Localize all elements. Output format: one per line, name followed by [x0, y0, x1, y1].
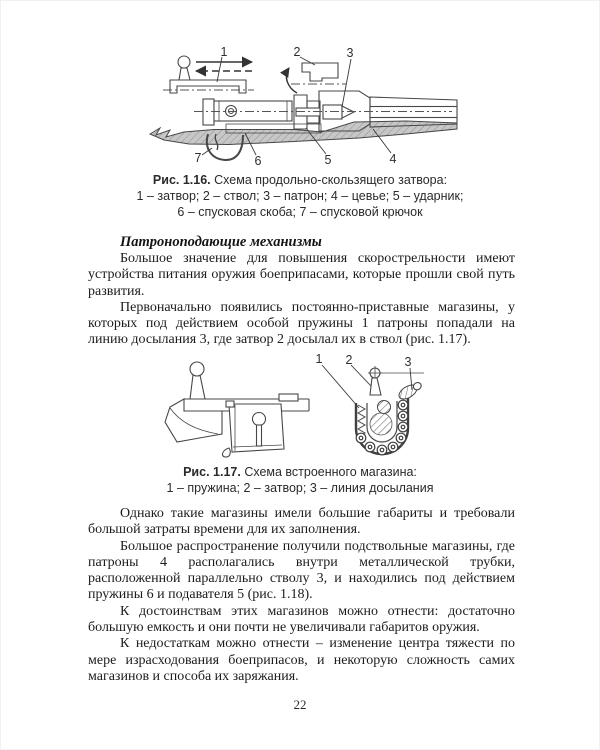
callout-3: 3 — [347, 46, 354, 60]
figure-legend-line: 1 – затвор; 2 – ствол; 3 – патрон; 4 – ц… — [136, 189, 464, 203]
figure-legend-line: 6 – спусковая скоба; 7 – спусковой крючо… — [177, 205, 423, 219]
callout-7: 7 — [195, 151, 202, 165]
figure-1-16-diagram: 1 2 3 4 5 6 7 — [148, 45, 458, 168]
body-paragraph: Однако такие магазины имели большие габа… — [88, 506, 515, 538]
figure-1-16-caption: Рис. 1.16. Схема продольно-скользящего з… — [1, 172, 599, 220]
bolt-knob — [189, 361, 205, 377]
latch-hook — [221, 447, 231, 458]
leader-lines — [201, 56, 392, 156]
body-paragraph: Большое распространение получили подство… — [88, 538, 515, 603]
callout-3: 3 — [405, 355, 412, 369]
figure-1-17-caption: Рис. 1.17. Схема встроенного магазина: 1… — [1, 464, 599, 496]
barrel — [369, 96, 458, 128]
body-paragraph: Первоначально появились постоянно-приста… — [88, 299, 515, 348]
stock-outline — [164, 398, 223, 443]
callout-6: 6 — [255, 154, 262, 168]
bolt-knob — [177, 55, 191, 69]
body-text-upper: Большое значение для повышения скоростре… — [88, 251, 515, 349]
figure-label: Рис. 1.16. — [152, 173, 211, 187]
figure-1-17-diagram: 1 2 3 — [164, 352, 424, 458]
feeding-cartridge — [398, 381, 422, 400]
figure-legend-line: 1 – пружина; 2 – затвор; 3 – линия досыл… — [166, 481, 434, 495]
receiver-side-view — [164, 361, 310, 458]
trigger-guard — [206, 133, 244, 162]
magazine-cross-section — [354, 366, 424, 456]
bolt-symbol — [368, 366, 424, 414]
bolt-body — [202, 98, 293, 126]
page-number: 22 — [293, 697, 307, 712]
firing-pin — [295, 107, 321, 117]
callout-2: 2 — [294, 45, 301, 59]
body-paragraph: К достоинствам этих магазинов можно отне… — [88, 603, 515, 636]
callout-1: 1 — [221, 45, 228, 59]
magazine-spring — [356, 404, 367, 438]
callout-1: 1 — [316, 352, 323, 366]
trigger — [214, 133, 219, 151]
leader-lines — [321, 364, 413, 409]
receiver-bottom — [225, 123, 322, 134]
callout-5: 5 — [325, 153, 332, 167]
follower — [369, 412, 393, 436]
body-text-lower: Однако такие магазины имели большие габа… — [88, 506, 515, 685]
section-heading: Патроноподающие механизмы — [120, 234, 322, 250]
callout-2: 2 — [346, 353, 353, 367]
figure-title: Схема встроенного магазина: — [244, 465, 417, 479]
cartridges — [355, 399, 409, 456]
body-paragraph: Большое значение для повышения скоростре… — [88, 251, 515, 299]
cartridge — [320, 103, 360, 121]
figure-label: Рис. 1.17. — [183, 465, 241, 479]
magazine-inner-wall — [366, 401, 398, 443]
bolt-handle-stem — [189, 374, 206, 400]
rotate-arrow — [280, 67, 298, 94]
follower-pin — [251, 411, 267, 427]
callout-4: 4 — [390, 152, 397, 166]
barrel-section-block — [291, 62, 346, 85]
bolt-handle-inset — [163, 55, 254, 94]
body-paragraph: К недостаткам можно отнести – изменение … — [88, 636, 515, 684]
figure-title: Схема продольно-скользящего затвора: — [214, 173, 448, 187]
